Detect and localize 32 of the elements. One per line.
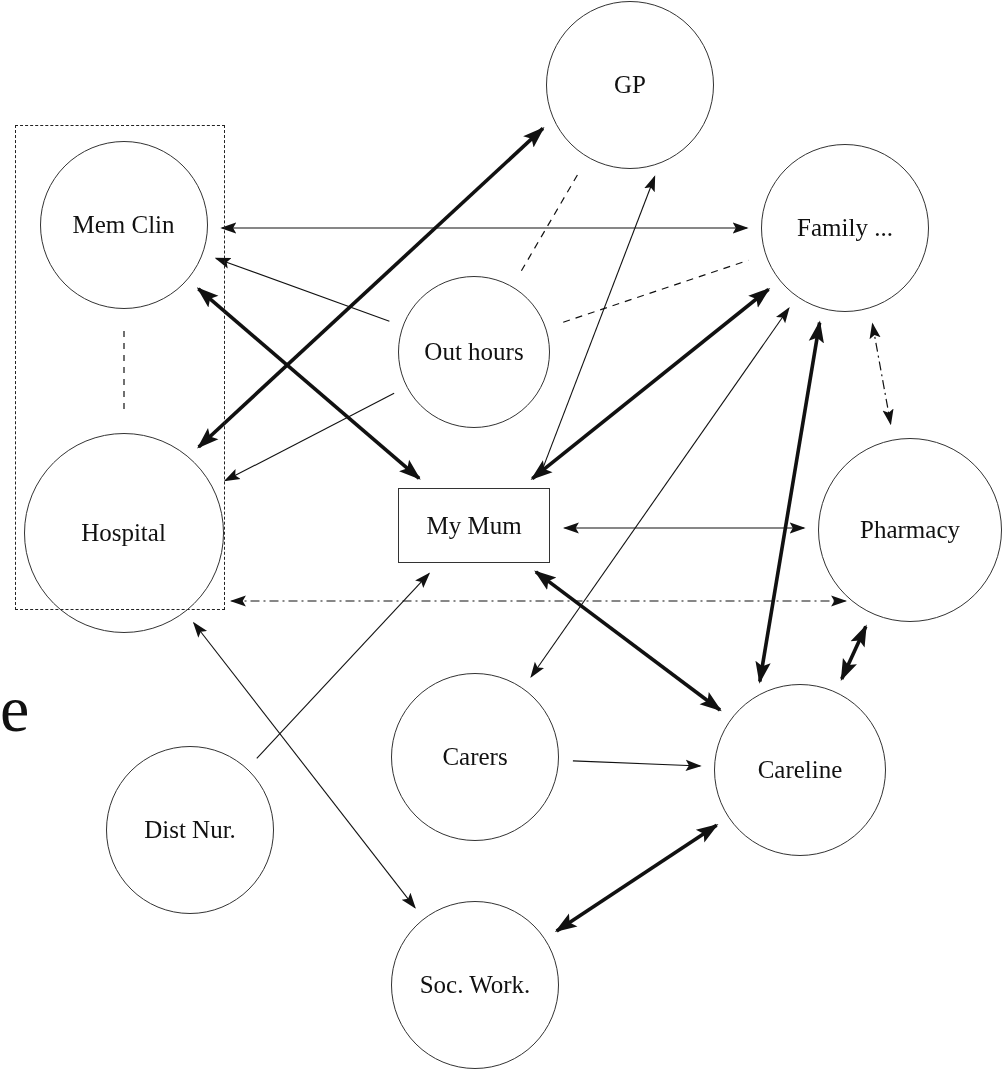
text-fragment: e — [0, 676, 30, 742]
arrow — [196, 287, 421, 480]
arrow — [572, 759, 702, 771]
arrow — [530, 287, 771, 481]
node-label: Family ... — [797, 214, 893, 242]
node-label: Carers — [442, 743, 508, 771]
arrow — [220, 222, 749, 234]
arrow — [214, 257, 390, 322]
arrow — [197, 126, 545, 449]
node-label: Mem Clin — [72, 210, 175, 239]
person-box — [398, 488, 550, 563]
arrow — [562, 522, 806, 534]
node-label: Soc. Work. — [419, 971, 531, 999]
arrow — [869, 322, 894, 426]
connector-line — [123, 330, 125, 412]
arrow — [530, 307, 790, 678]
node-label: Dist Nur. — [144, 816, 236, 844]
node-label: GP — [614, 71, 646, 99]
arrow — [229, 595, 848, 607]
arrow — [755, 320, 824, 684]
node-label: Hospital — [81, 518, 166, 547]
arrow — [256, 572, 431, 759]
arrow — [223, 392, 395, 482]
connector-line — [520, 172, 580, 272]
arrow — [192, 621, 416, 909]
node-label: My Mum — [426, 511, 522, 540]
node-label: Pharmacy — [860, 516, 960, 544]
arrow — [554, 823, 719, 933]
node-label: Out hours — [424, 338, 524, 366]
node-label: Careline — [757, 756, 843, 784]
arrow — [534, 570, 722, 712]
arrow — [840, 624, 868, 682]
